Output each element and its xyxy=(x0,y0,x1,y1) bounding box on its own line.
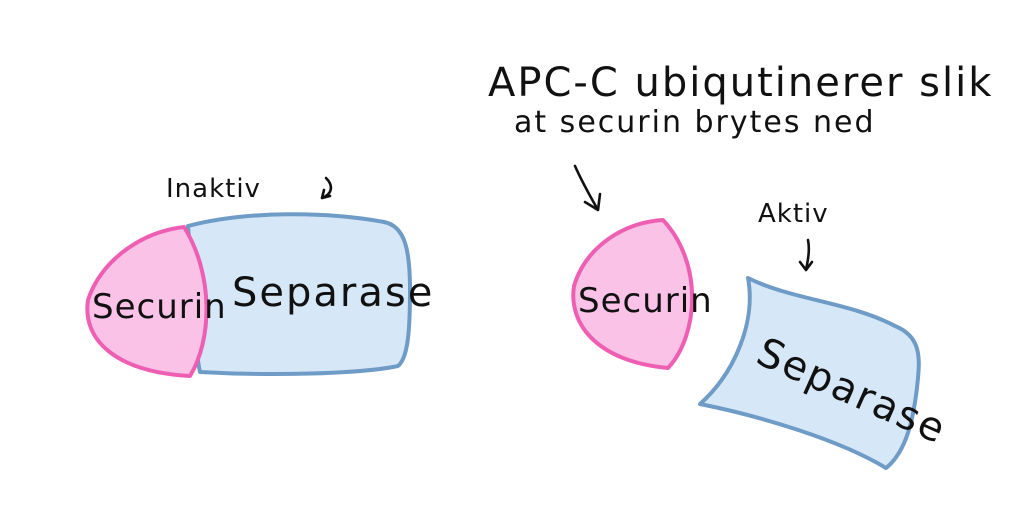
apc-text-line2: at securin brytes ned xyxy=(514,105,876,140)
active-label: Aktiv xyxy=(758,199,829,229)
inactive-complex: Securin Separase Inaktiv xyxy=(85,174,434,378)
separase-shape-right xyxy=(698,276,921,470)
active-state: APC-C ubiqutinerer slik at securin bryte… xyxy=(488,60,993,470)
apc-arrow-icon xyxy=(573,164,602,212)
securin-label-left: Securin xyxy=(92,287,227,327)
inactive-arrow xyxy=(320,176,333,200)
separase-label-left: Separase xyxy=(232,270,434,316)
securin-shape-left xyxy=(85,225,209,378)
apc-text-line1: APC-C ubiqutinerer slik xyxy=(488,60,993,106)
inactive-label: Inaktiv xyxy=(166,174,261,204)
active-arrow-icon xyxy=(798,238,814,272)
securin-shape-right xyxy=(571,218,695,370)
securin-label-right: Securin xyxy=(578,281,713,321)
